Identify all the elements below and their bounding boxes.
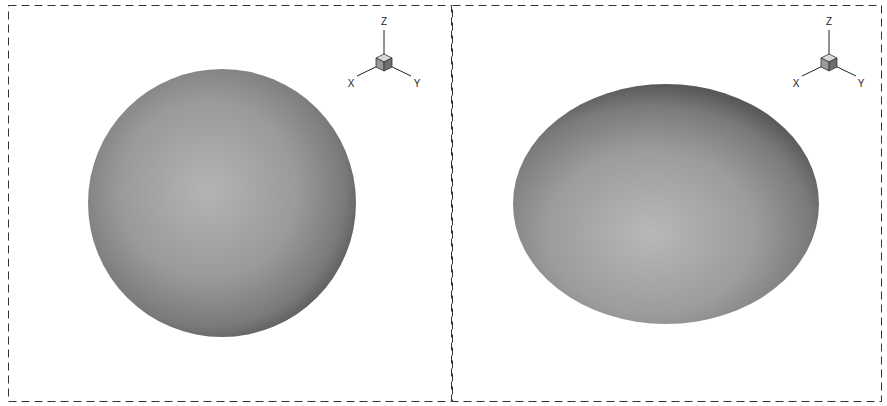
ellipsoid — [513, 84, 819, 324]
sphere — [88, 69, 356, 337]
cube-side — [384, 58, 392, 71]
cube-side — [829, 58, 837, 71]
axis-label-z: Z — [826, 16, 832, 28]
axis-label-z: Z — [381, 16, 387, 28]
panel-border — [9, 6, 452, 402]
axis-label-y: Y — [858, 78, 865, 90]
panel-border — [453, 6, 882, 402]
cube-side — [376, 58, 384, 71]
cube-side — [821, 58, 829, 71]
axis-label-x: X — [348, 78, 355, 90]
axis-label-x: X — [793, 78, 800, 90]
axis-triads — [357, 30, 856, 76]
axis-label-y: Y — [414, 78, 421, 90]
